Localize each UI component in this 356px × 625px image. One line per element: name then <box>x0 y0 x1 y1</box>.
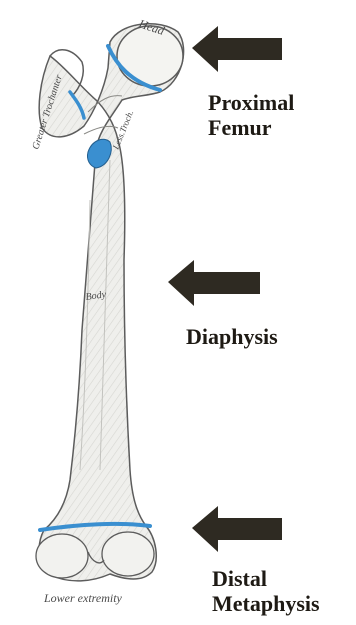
lateral-condyle <box>102 532 154 576</box>
distal-label-line1: Distal <box>212 566 320 591</box>
proximal-label-line1: Proximal <box>208 90 294 115</box>
arrow-left-icon <box>192 26 282 72</box>
femur-bone <box>39 24 183 581</box>
proximal-femur-label: Proximal Femur <box>208 90 294 140</box>
distal-metaphysis-label: Distal Metaphysis <box>212 566 320 616</box>
diaphysis-label-line1: Diaphysis <box>186 324 278 349</box>
proximal-label-line2: Femur <box>208 115 294 140</box>
lower-extremity-label: Lower extremity <box>43 591 123 605</box>
diaphysis-label: Diaphysis <box>186 324 278 349</box>
arrow-left-icon <box>192 506 282 552</box>
medial-condyle <box>36 534 88 578</box>
femoral-head <box>117 26 183 86</box>
arrow-left-icon <box>168 260 260 306</box>
distal-label-line2: Metaphysis <box>212 591 320 616</box>
